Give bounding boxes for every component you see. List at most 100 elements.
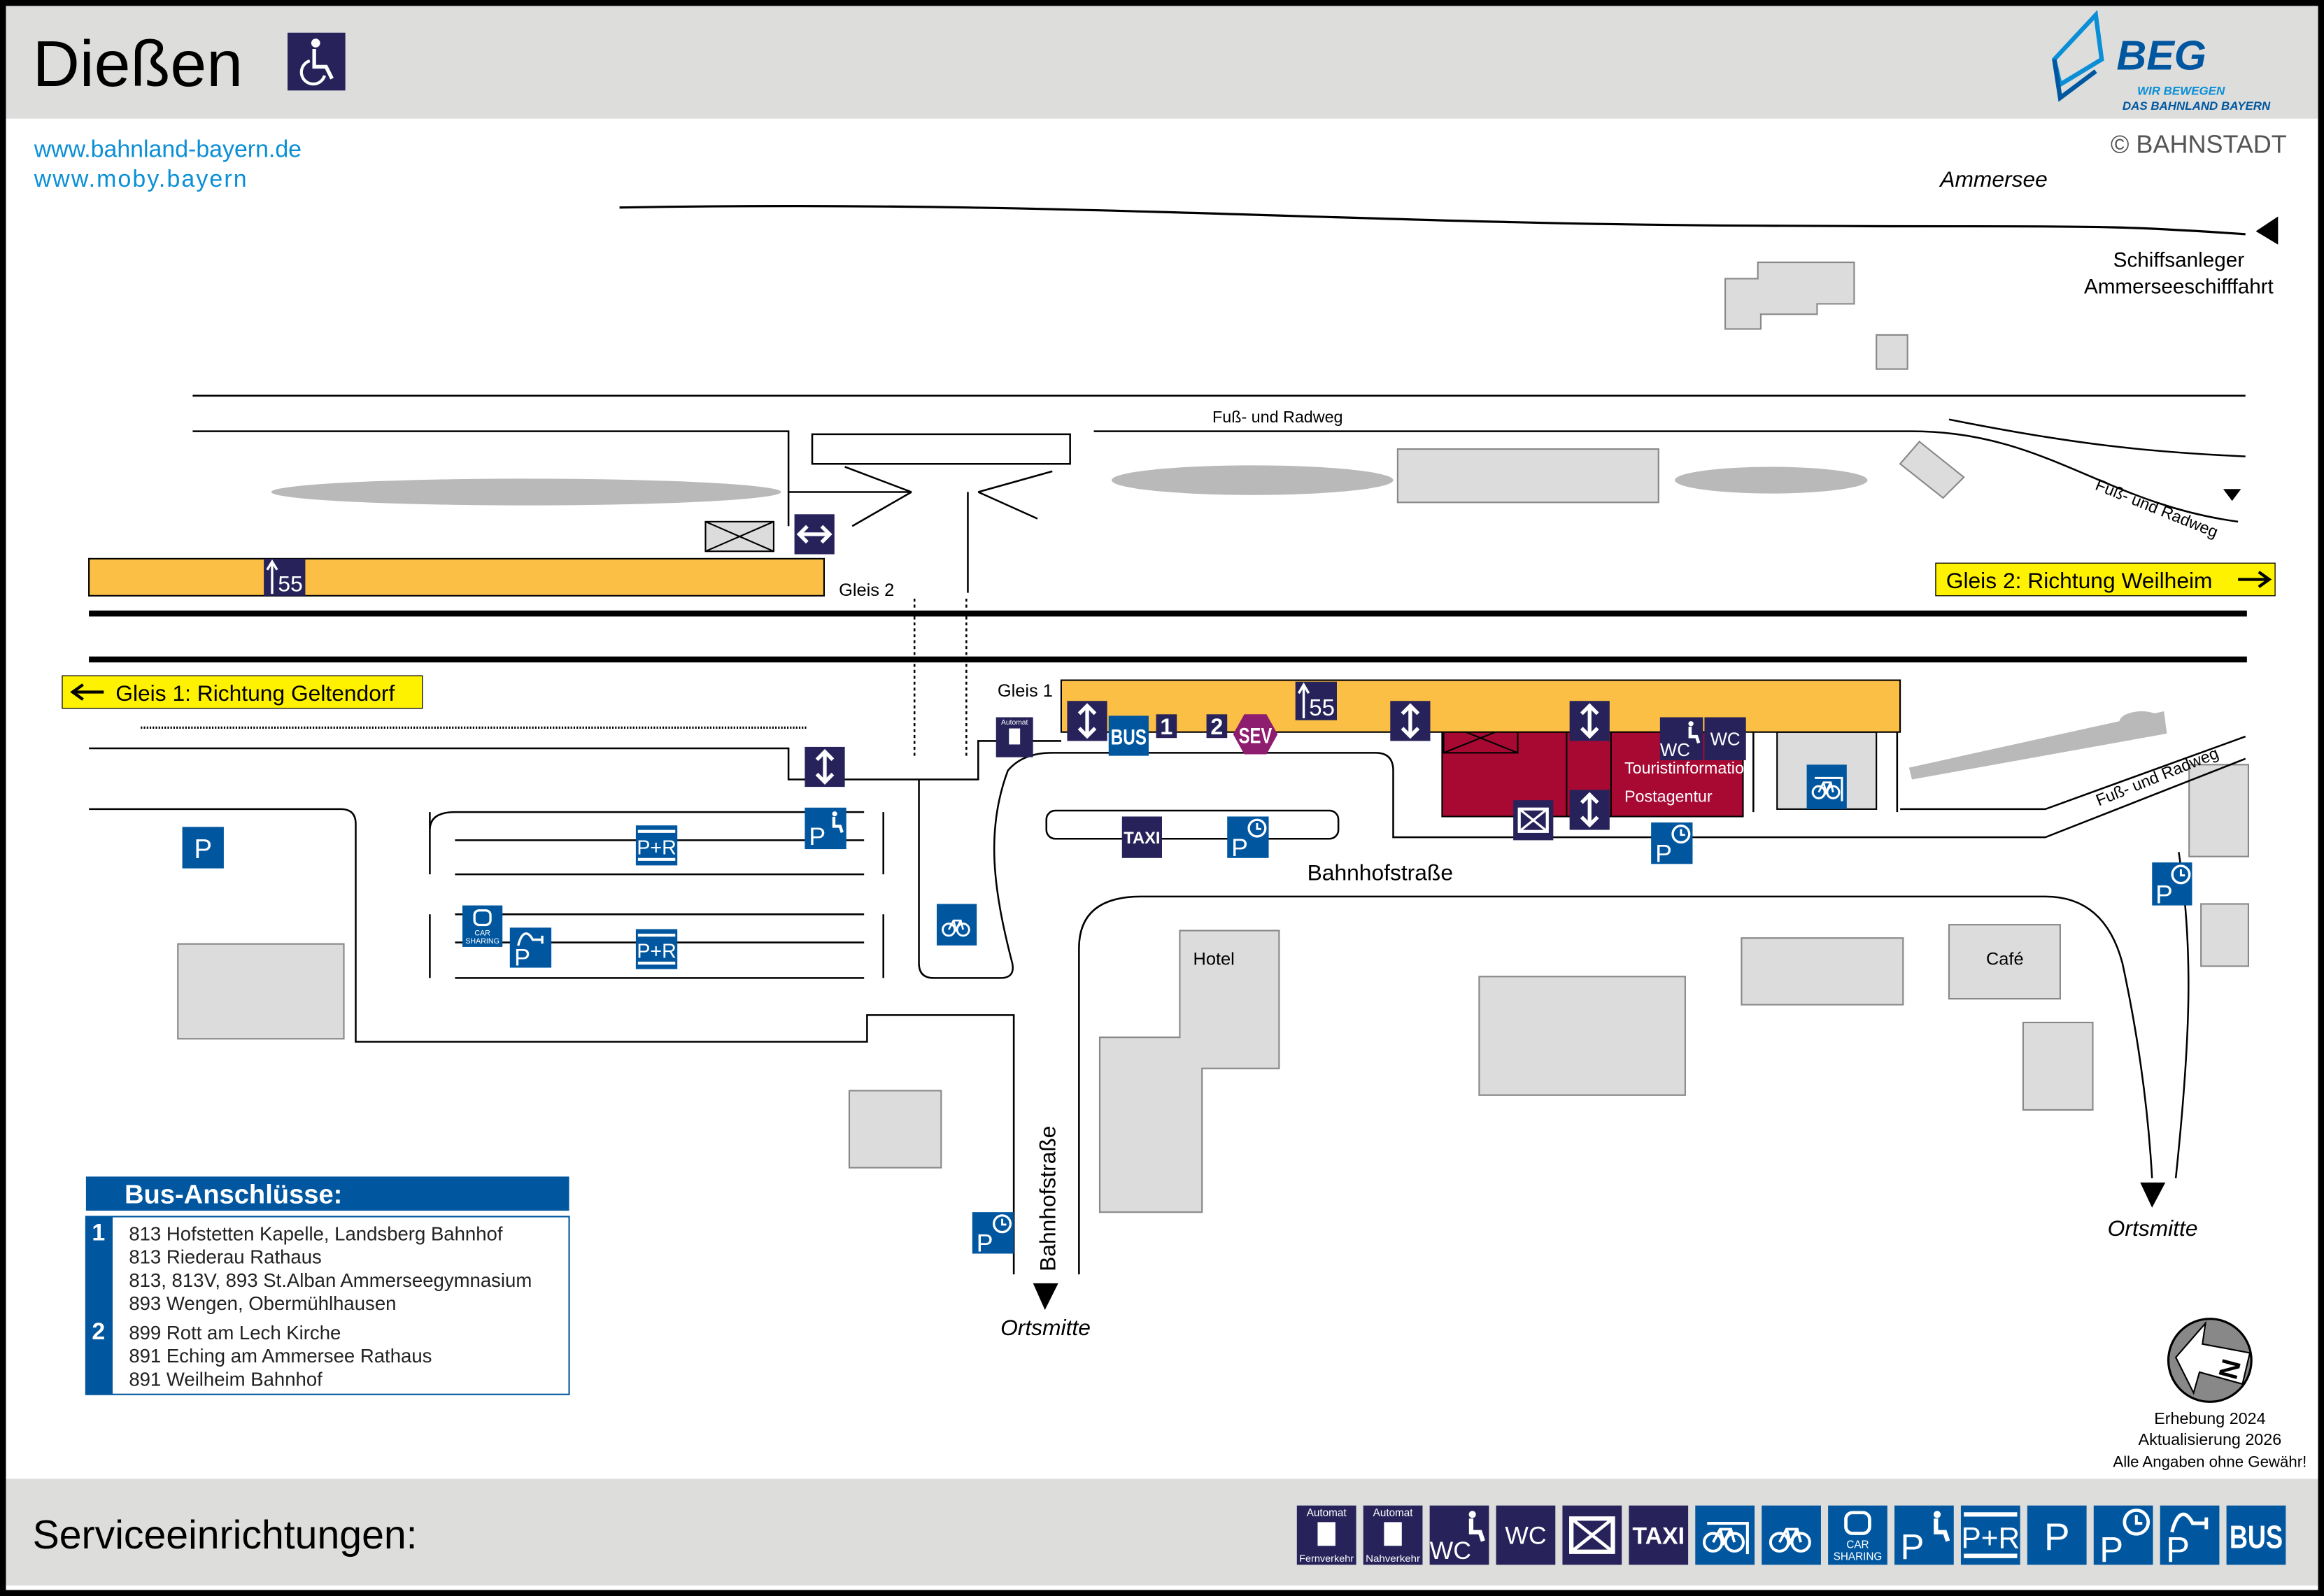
svg-text:P: P (2155, 881, 2173, 909)
arrow-down-icon (2140, 1182, 2166, 1208)
platform-height-icon[interactable]: 55 (264, 558, 306, 597)
taxi-icon[interactable]: TAXI (1121, 816, 1162, 858)
pier-arrow-icon (2255, 216, 2279, 245)
svg-text:SHARING: SHARING (465, 937, 499, 946)
direction-gleis-2: Gleis 2: Richtung Weilheim (1935, 562, 2276, 597)
buildings (177, 262, 2250, 1213)
bus-stop-number-icon[interactable]: 2 (1206, 714, 1228, 739)
bus-line: 813, 813V, 893 St.Alban Ammerseegymnasiu… (129, 1269, 532, 1291)
gleis-1-label: Gleis 1 (998, 681, 1053, 701)
svg-text:TAXI: TAXI (1124, 829, 1160, 848)
legend-mailbox-icon[interactable] (1562, 1505, 1622, 1565)
rail-replacement-bus-icon[interactable]: SEV (1233, 714, 1278, 755)
track-gleis-1 (89, 656, 2247, 663)
park-and-ride-icon[interactable]: P+R (635, 825, 678, 866)
path-arrow-icon (2223, 489, 2241, 501)
bus-line: 813 Hofstetten Kapelle, Landsberg Bahnho… (129, 1223, 503, 1244)
link-bahnland[interactable]: www.bahnland-bayern.de (34, 136, 302, 163)
svg-text:Nahverkehr: Nahverkehr (1366, 1553, 1421, 1564)
short-term-parking-icon[interactable]: P (1651, 822, 1693, 867)
link-moby[interactable]: www.moby.bayern (34, 166, 248, 192)
svg-text:P+R: P+R (637, 836, 676, 859)
arrow-down-icon (1033, 1283, 1058, 1310)
svg-text:BEG: BEG (2116, 32, 2206, 79)
legend-wc-icon[interactable]: WC (1496, 1505, 1556, 1565)
svg-text:Fernverkehr: Fernverkehr (1299, 1553, 1354, 1564)
ticket-machine-icon[interactable]: Automat (996, 717, 1033, 757)
post-label: Postagentur (1624, 787, 1713, 805)
bus-line: 899 Rott am Lech Kirche (129, 1322, 341, 1344)
svg-text:SHARING: SHARING (1834, 1551, 1882, 1563)
svg-text:BUS: BUS (1111, 725, 1147, 750)
svg-text:Gleis 2: Richtung Weilheim: Gleis 2: Richtung Weilheim (1946, 568, 2213, 593)
legend-ev-charging-parking-icon[interactable]: P (2160, 1505, 2220, 1570)
short-term-parking-icon[interactable]: P (1227, 816, 1269, 862)
path-label-top: Fuß- und Radweg (1212, 408, 1342, 426)
svg-text:DAS BAHNLAND BAYERN: DAS BAHNLAND BAYERN (2123, 99, 2271, 113)
bike-parking-icon[interactable] (936, 904, 977, 946)
parking-icon[interactable]: P (182, 827, 224, 869)
legend-accessible-wc-icon[interactable]: WC (1429, 1505, 1489, 1565)
stairs-elevator-icon[interactable] (1067, 701, 1107, 741)
disabled-parking-icon[interactable]: P (805, 807, 846, 850)
copyright: © BAHNSTADT (2111, 129, 2287, 158)
stairs-elevator-icon[interactable] (1569, 790, 1610, 830)
stairs-elevator-icon[interactable] (1569, 701, 1610, 741)
svg-text:BUS: BUS (2230, 1519, 2283, 1555)
cafe-label: Café (1986, 949, 2024, 969)
short-term-parking-icon[interactable]: P (2152, 862, 2192, 909)
footer-title: Serviceeinrichtungen: (33, 1513, 418, 1558)
legend-disabled-parking-icon[interactable]: P (1894, 1505, 1954, 1567)
svg-text:Automat: Automat (1373, 1507, 1414, 1519)
legend-bike-parking-icon[interactable] (1762, 1505, 1821, 1565)
pier-label: Schiffsanleger (2113, 248, 2245, 271)
svg-text:WC: WC (1430, 1537, 1471, 1565)
stairs-elevator-icon[interactable] (1390, 701, 1431, 741)
legend-bus-stop-icon[interactable]: BUS (2226, 1505, 2286, 1565)
beg-logo: BEG WIR BEWEGEN DAS BAHNLAND BAYERN (2051, 10, 2271, 113)
mailbox-icon[interactable] (1513, 800, 1554, 841)
legend-covered-bike-parking-icon[interactable] (1695, 1505, 1755, 1565)
bus-stop-number-icon[interactable]: 1 (1156, 714, 1177, 739)
svg-text:55: 55 (1309, 695, 1335, 721)
svg-text:P: P (2166, 1530, 2190, 1569)
park-and-ride-icon[interactable]: P+R (635, 929, 678, 969)
svg-text:P+R: P+R (1962, 1522, 2020, 1555)
passage-icon[interactable] (794, 514, 835, 555)
svg-text:55: 55 (278, 571, 302, 596)
station-title: Dießen (33, 27, 243, 100)
ortsmitte-right: Ortsmitte (2108, 1216, 2198, 1241)
svg-text:P: P (809, 822, 826, 850)
survey-note: Erhebung 2024 (2154, 1409, 2265, 1427)
bus-line: 891 Eching am Ammersee Rathaus (129, 1345, 432, 1367)
platform-height-icon[interactable]: 55 (1295, 681, 1337, 721)
legend-park-and-ride-icon[interactable]: P+R (1960, 1505, 2020, 1565)
svg-text:1: 1 (1160, 714, 1172, 739)
short-term-parking-icon[interactable]: P (972, 1212, 1014, 1257)
stairs-elevator-icon[interactable] (805, 746, 845, 788)
svg-text:P: P (514, 945, 530, 971)
wc-icon[interactable]: WC (1704, 717, 1746, 760)
lake-label: Ammersee (1939, 166, 2048, 192)
bus-stop-icon[interactable]: BUS (1108, 715, 1149, 756)
legend-taxi-icon[interactable]: TAXI (1629, 1505, 1689, 1565)
lake-shore (619, 204, 2246, 236)
svg-text:WC: WC (1505, 1522, 1546, 1550)
covered-bike-parking-icon[interactable] (1806, 764, 1847, 809)
accessible-wc-icon[interactable]: WC (1659, 717, 1703, 760)
legend-short-term-parking-icon[interactable]: P (2093, 1505, 2153, 1570)
wheelchair-icon (288, 32, 346, 91)
platform-gleis-1 (1060, 679, 1901, 733)
svg-text:Automat: Automat (1001, 719, 1028, 727)
pier-label-2: Ammerseeschifffahrt (2084, 276, 2274, 299)
ev-charging-parking-icon[interactable]: P (509, 927, 552, 971)
svg-text:TAXI: TAXI (1632, 1523, 1685, 1550)
bus-stop-number: 2 (92, 1318, 105, 1345)
legend-parking-icon[interactable]: P (2027, 1505, 2087, 1565)
svg-text:P: P (2044, 1515, 2070, 1558)
